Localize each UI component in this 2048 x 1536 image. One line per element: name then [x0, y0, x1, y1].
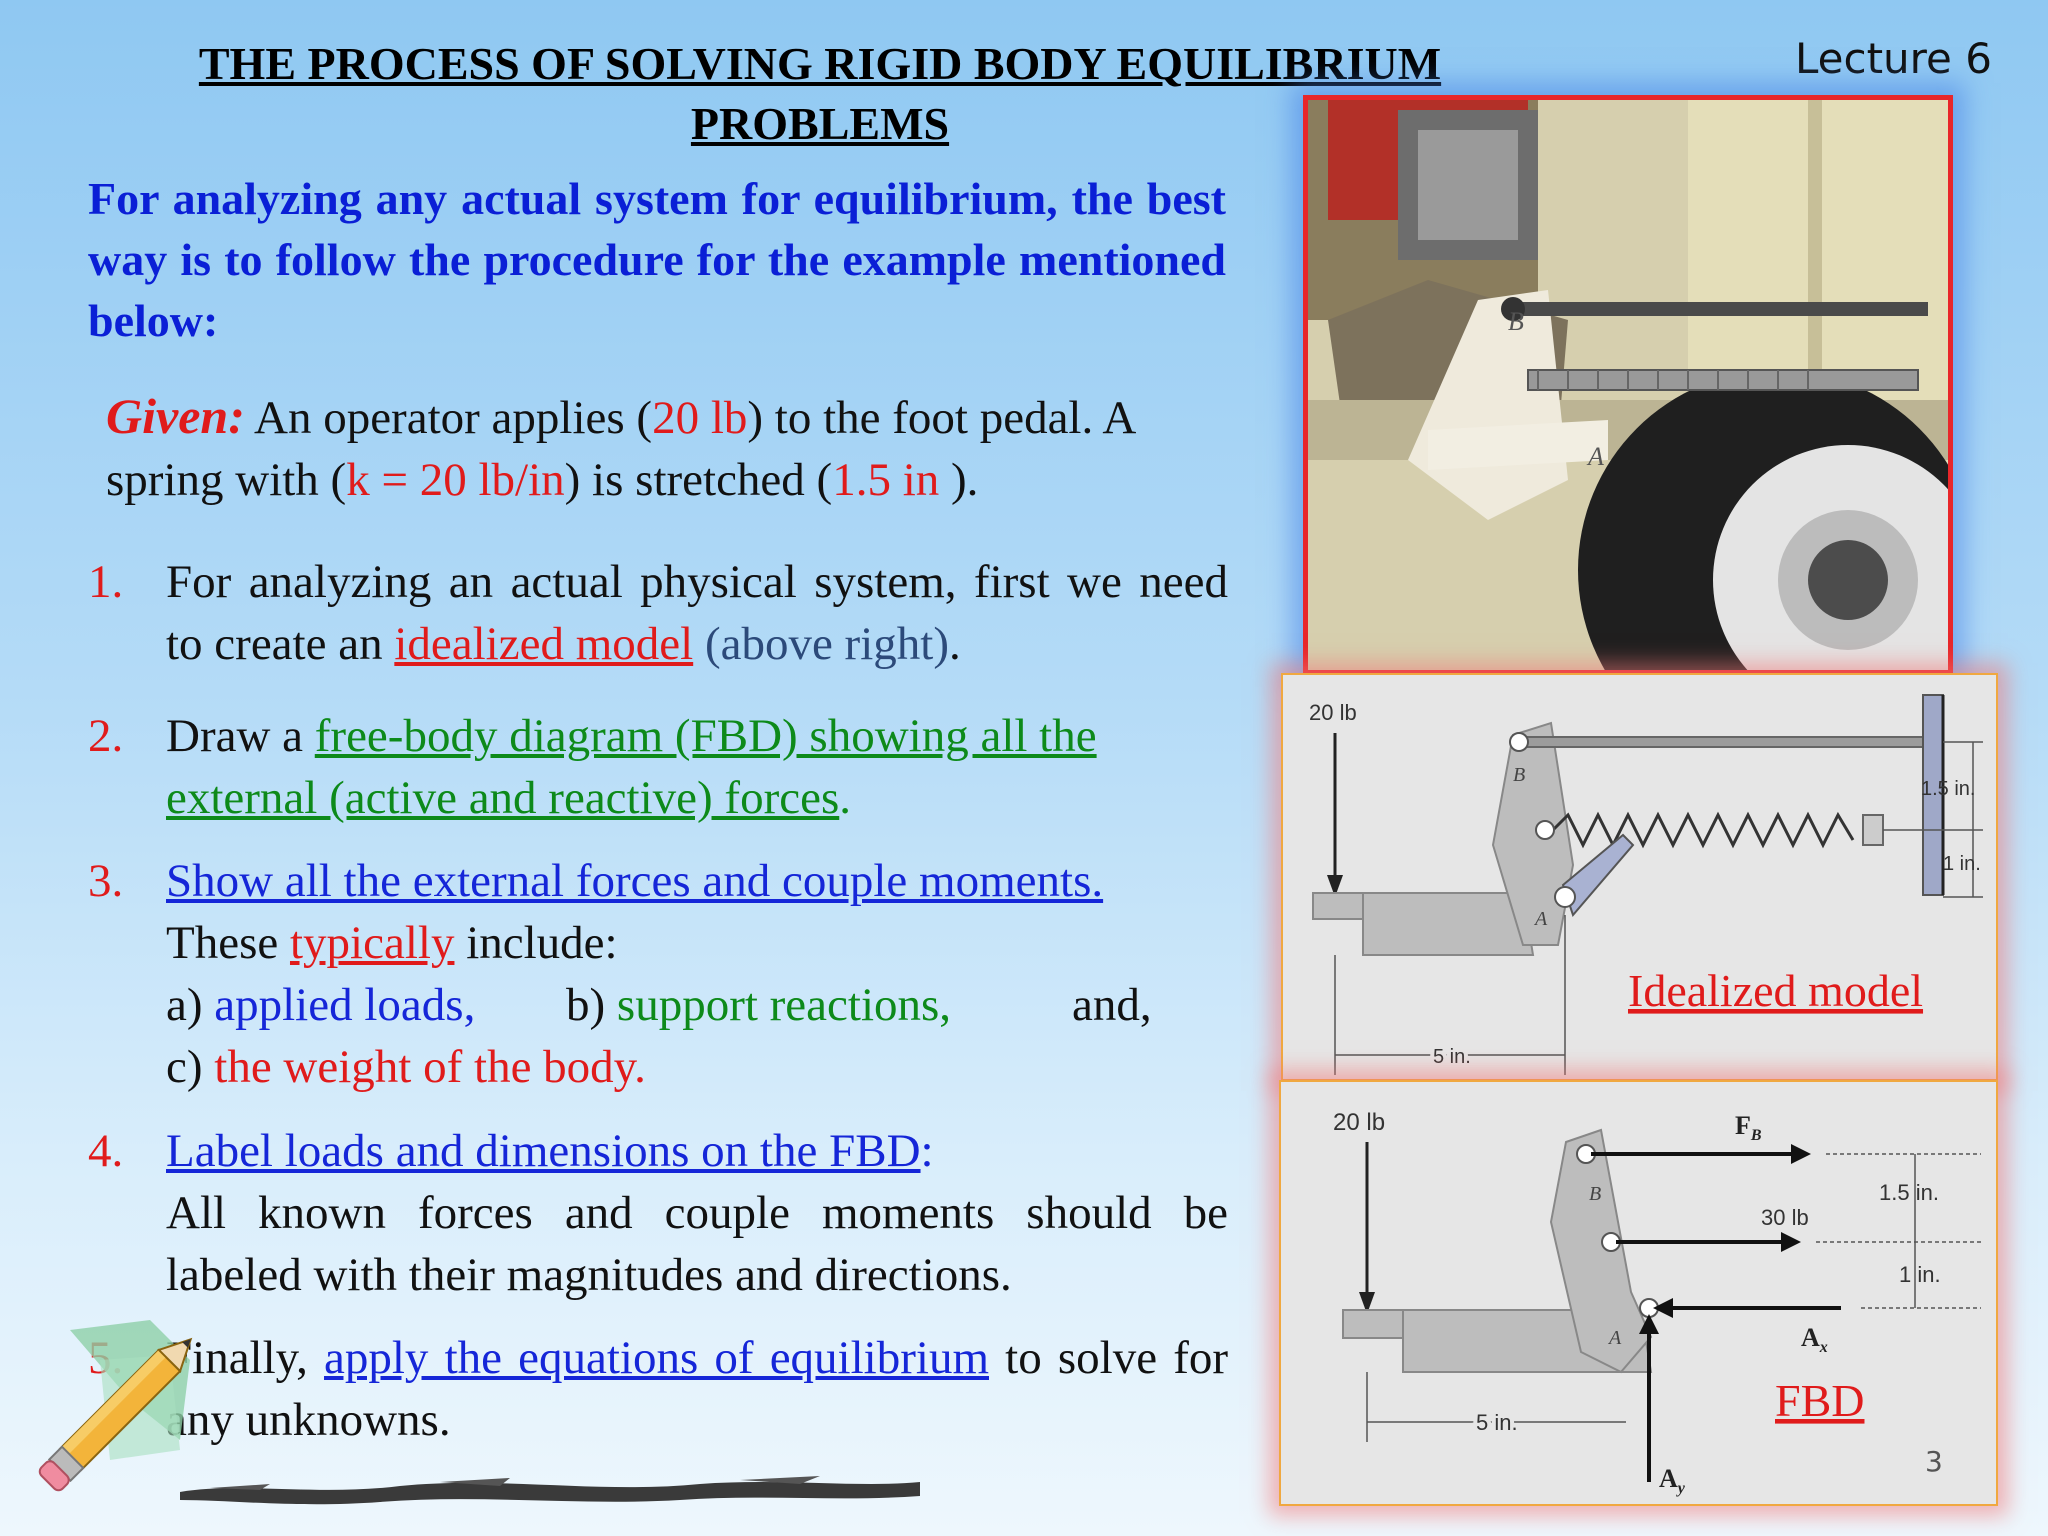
pencil-ruler-icon — [38, 1320, 193, 1492]
step-number: 2. — [88, 710, 124, 762]
step-number: 4. — [88, 1125, 124, 1177]
fbd-label-a: A — [1607, 1327, 1622, 1349]
given-spring-constant: k = 20 lb/in — [346, 454, 565, 506]
intro-text: For analyzing any actual system for equi… — [88, 173, 1226, 346]
fbd-fb-main: F — [1735, 1111, 1751, 1140]
fbd-ay-main: A — [1659, 1464, 1678, 1493]
step-text: include: — [454, 917, 618, 969]
model-label-a: A — [1533, 908, 1548, 930]
step-4: 4. Label loads and dimensions on the FBD… — [88, 1120, 1228, 1306]
step-text: to solve for any unknowns. — [166, 1332, 1228, 1446]
label-loads-link[interactable]: Label loads and dimensions on the FBD — [166, 1125, 921, 1177]
fbd-ax-sub: x — [1819, 1339, 1828, 1356]
model-dim-2: 1 in. — [1943, 853, 1981, 875]
fbd-dim-2: 1 in. — [1899, 1262, 1941, 1287]
fbd-caption: FBD — [1775, 1375, 1864, 1426]
arrow-down-icon — [1359, 1292, 1375, 1314]
applied-loads-text: applied loads, — [214, 979, 476, 1031]
idealized-model-panel: 20 lb B A 1.5 in. 1 in. 5 in. Idealized … — [1281, 673, 1998, 1081]
idealized-model-caption: Idealized model — [1628, 965, 1923, 1016]
fbd-label-ay: Ay — [1659, 1464, 1686, 1497]
idealized-model-diagram: 20 lb B A 1.5 in. 1 in. 5 in. Idealized … — [1309, 694, 1983, 1075]
slide-title: THE PROCESS OF SOLVING RIGID BODY EQUILI… — [60, 34, 1580, 154]
step-text: For analyzing an actual physical system,… — [166, 556, 1228, 670]
arrow-left-icon — [1653, 1298, 1673, 1318]
step-1: 1. For analyzing an actual physical syst… — [88, 551, 1228, 675]
fbd-label-b: B — [1589, 1183, 1601, 1205]
given-force: 20 lb — [652, 392, 748, 444]
title-line-1: THE PROCESS OF SOLVING RIGID BODY EQUILI… — [198, 38, 1442, 89]
step-text: a) — [166, 979, 215, 1031]
given-part: ) is stretched ( — [564, 454, 833, 506]
arrow-down-icon — [1327, 875, 1343, 897]
fbd-dim-1: 1.5 in. — [1879, 1180, 1939, 1205]
idealized-model-link[interactable]: idealized model — [394, 618, 694, 670]
step-2: 2. Draw a free-body diagram (FBD) showin… — [88, 705, 1228, 829]
fbd-ax-main: A — [1801, 1323, 1820, 1352]
page-number: 3 — [1925, 1445, 1943, 1478]
step-text: All known forces and couple moments shou… — [166, 1187, 1228, 1301]
step-text: c) — [166, 1041, 215, 1093]
step-number: 3. — [88, 855, 124, 907]
given-text: Given: An operator applies (20 lb) to th… — [106, 385, 1256, 511]
step-text: . — [948, 618, 961, 670]
given-stretch: 1.5 in — [832, 454, 940, 506]
fbd-label-ax: Ax — [1801, 1323, 1828, 1356]
model-dim-1: 1.5 in. — [1921, 778, 1975, 800]
given-part: ). — [939, 454, 979, 506]
fbd-diagram: 20 lb FB B A 30 lb Ax Ay 1.5 in. 1 in. 5… — [1333, 1109, 1981, 1497]
step-text: b) — [566, 979, 617, 1031]
fbd-label-fb: FB — [1735, 1111, 1762, 1144]
fbd-dim-3: 5 in. — [1476, 1410, 1518, 1435]
model-dim-3: 5 in. — [1433, 1046, 1471, 1068]
step-number: 1. — [88, 556, 124, 608]
fbd-ay-sub: y — [1676, 1480, 1686, 1497]
model-force-label: 20 lb — [1309, 700, 1357, 725]
support-reactions-text: support reactions, — [616, 979, 952, 1031]
arrow-right-icon — [1791, 1144, 1811, 1164]
photo-label-b: B — [1508, 307, 1524, 336]
step-text: (above right) — [693, 618, 949, 670]
fbd-spring-force: 30 lb — [1761, 1205, 1809, 1230]
photo-label-a: A — [1586, 442, 1604, 471]
arrow-right-icon — [1781, 1232, 1801, 1252]
typically-link[interactable]: typically — [289, 917, 455, 969]
step-text: and, — [1072, 979, 1152, 1031]
fbd-link[interactable]: free-body diagram (FBD) showing all the … — [166, 710, 1097, 824]
step-5: 5. Finally, apply the equations of equil… — [88, 1327, 1228, 1451]
fbd-force-label: 20 lb — [1333, 1109, 1385, 1136]
step-text: . — [839, 772, 851, 824]
equations-equilibrium-link[interactable]: apply the equations of equilibrium — [324, 1332, 989, 1384]
photo-panel: B A — [1303, 95, 1953, 675]
lecture-label: Lecture 6 — [1795, 34, 1992, 83]
arrow-up-icon — [1639, 1314, 1659, 1334]
title-line-2: PROBLEMS — [690, 98, 950, 149]
step-text: These — [166, 917, 290, 969]
step-text: Draw a — [166, 710, 315, 762]
given-part: An operator applies ( — [244, 392, 653, 444]
pedal-photo: B A — [1308, 100, 1948, 670]
given-part: ) to the foot pedal. A spring with ( — [106, 392, 1134, 506]
fbd-panel: 20 lb FB B A 30 lb Ax Ay 1.5 in. 1 in. 5… — [1279, 1080, 1998, 1506]
given-label: Given: — [106, 388, 245, 444]
external-forces-link[interactable]: Show all the external forces and couple … — [166, 855, 1104, 907]
step-text: : — [920, 1125, 934, 1177]
fbd-fb-sub: B — [1750, 1127, 1762, 1144]
weight-text: the weight of the body. — [214, 1041, 646, 1093]
model-label-b: B — [1513, 764, 1525, 786]
step-3: 3. Show all the external forces and coup… — [88, 850, 1228, 1098]
brush-stroke-decoration — [180, 1476, 920, 1505]
